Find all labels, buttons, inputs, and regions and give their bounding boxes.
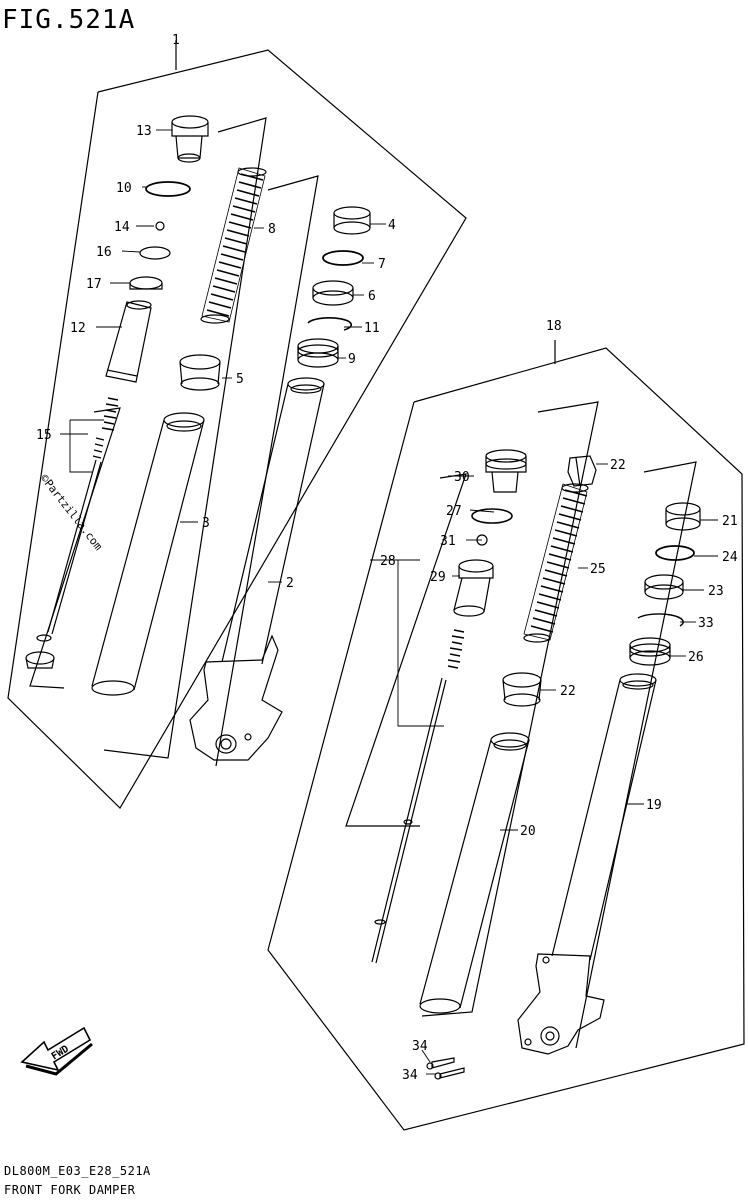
callout-10: 10 bbox=[116, 181, 132, 196]
o-ring-27 bbox=[471, 508, 513, 524]
nut-14 bbox=[155, 221, 165, 231]
assembly-1-outline bbox=[7, 40, 467, 809]
seal-6 bbox=[312, 280, 354, 306]
callout-29: 29 bbox=[430, 570, 446, 585]
leader-lines bbox=[60, 129, 718, 1075]
seal-23 bbox=[644, 574, 684, 600]
callout-8: 8 bbox=[268, 222, 276, 237]
outer-tube-2 bbox=[189, 377, 325, 761]
inner-tube-20 bbox=[419, 732, 530, 1014]
callout-23: 23 bbox=[708, 584, 724, 599]
diagram-code: DL800M_E03_E28_521A bbox=[4, 1164, 151, 1178]
callout-15: 15 bbox=[36, 428, 52, 443]
spacer-12 bbox=[105, 300, 152, 383]
ring-7 bbox=[322, 250, 364, 266]
callout-31: 31 bbox=[440, 534, 456, 549]
fwd-arrow-icon: FWD bbox=[20, 1026, 93, 1076]
callout-21: 21 bbox=[722, 514, 738, 529]
cap-30 bbox=[485, 449, 527, 493]
figure-number: FIG.521A bbox=[2, 5, 135, 35]
cap-bolt-13 bbox=[171, 115, 209, 163]
callout-4: 4 bbox=[388, 218, 396, 233]
ring-24 bbox=[655, 545, 695, 561]
callout-7: 7 bbox=[378, 257, 386, 272]
callout-33: 33 bbox=[698, 616, 714, 631]
washer-16 bbox=[139, 246, 171, 260]
circlip-11 bbox=[307, 317, 353, 331]
callout-30: 30 bbox=[454, 470, 470, 485]
right-parts bbox=[371, 449, 701, 1080]
callout-11: 11 bbox=[364, 321, 380, 336]
bush-4 bbox=[333, 206, 371, 235]
callout-13: 13 bbox=[136, 124, 152, 139]
callouts: 1 13 10 14 16 17 12 15 8 4 7 6 11 9 5 3 … bbox=[36, 33, 738, 1083]
callout-24: 24 bbox=[722, 550, 738, 565]
bolts-34 bbox=[426, 1057, 465, 1080]
bush-22-lower bbox=[502, 672, 542, 707]
callout-16: 16 bbox=[96, 245, 112, 260]
callout-19: 19 bbox=[646, 798, 662, 813]
rebound-spring bbox=[447, 629, 465, 669]
bush-5 bbox=[179, 354, 221, 391]
callout-28: 28 bbox=[380, 554, 396, 569]
callout-12: 12 bbox=[70, 321, 86, 336]
callout-34-a: 34 bbox=[412, 1039, 428, 1054]
callout-22-lower: 22 bbox=[560, 684, 576, 699]
callout-2: 2 bbox=[286, 576, 294, 591]
callout-20: 20 bbox=[520, 824, 536, 839]
callout-3: 3 bbox=[202, 516, 210, 531]
callout-25: 25 bbox=[590, 562, 606, 577]
bush-21 bbox=[665, 502, 701, 531]
callout-22-top: 22 bbox=[610, 458, 626, 473]
left-parts bbox=[25, 115, 371, 761]
spacer-29 bbox=[453, 559, 494, 617]
callout-5: 5 bbox=[236, 372, 244, 387]
circlip-33 bbox=[637, 613, 684, 627]
callout-26: 26 bbox=[688, 650, 704, 665]
callout-17: 17 bbox=[86, 277, 102, 292]
spring-8 bbox=[200, 167, 267, 324]
oil-seal-26 bbox=[629, 637, 671, 666]
nut-22-top bbox=[567, 455, 597, 487]
callout-18: 18 bbox=[546, 319, 562, 334]
diagram-title: FRONT FORK DAMPER bbox=[4, 1183, 136, 1197]
outer-tube-19 bbox=[517, 673, 657, 1055]
damper-rod bbox=[371, 677, 447, 964]
callout-9: 9 bbox=[348, 352, 356, 367]
inner-tube-3 bbox=[91, 412, 205, 696]
seat-17 bbox=[129, 276, 163, 290]
callout-14: 14 bbox=[114, 220, 130, 235]
callout-27: 27 bbox=[446, 504, 462, 519]
callout-34-b: 34 bbox=[402, 1068, 418, 1083]
o-ring-10 bbox=[145, 181, 191, 197]
spring-15 bbox=[25, 397, 119, 669]
oil-seal-9 bbox=[297, 338, 339, 368]
callout-6: 6 bbox=[368, 289, 376, 304]
spring-25 bbox=[523, 483, 589, 643]
callout-1: 1 bbox=[172, 33, 180, 48]
